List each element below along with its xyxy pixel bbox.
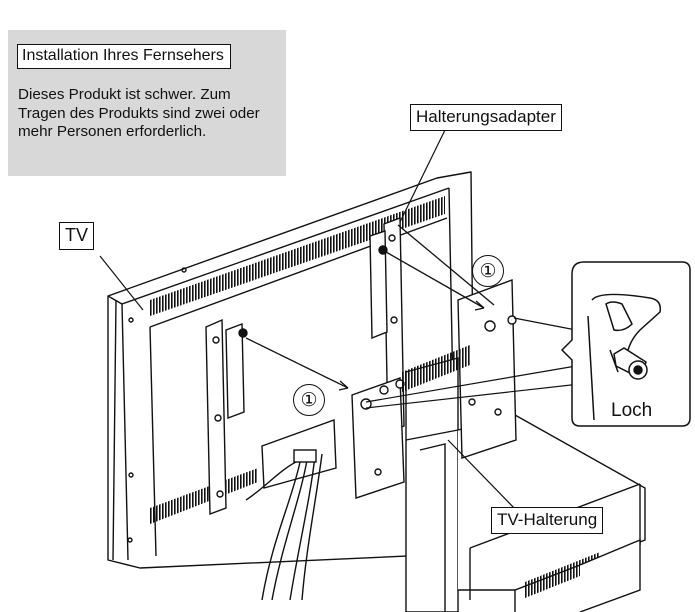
label-tv-halterung: TV-Halterung xyxy=(491,507,604,534)
tv-bracket-left xyxy=(205,318,248,516)
mounting-plate-right xyxy=(402,279,517,459)
mounting-plate-left xyxy=(351,377,405,499)
bolt-icon xyxy=(609,347,648,380)
loch-detail-inset xyxy=(560,261,691,427)
tv-vent-bottom xyxy=(150,468,258,524)
label-loch: Loch xyxy=(611,400,653,421)
note-title: Installation Ihres Fernsehers xyxy=(17,44,231,69)
leader-lines xyxy=(99,127,581,513)
stand-pole xyxy=(405,357,459,612)
note-text: Dieses Produkt ist schwer. Zum Tragen de… xyxy=(18,86,260,140)
attach-arrows xyxy=(245,224,495,391)
tv-vent-top xyxy=(150,196,445,316)
cable-bundle xyxy=(245,419,337,601)
step-number-upper: ① xyxy=(472,255,504,287)
label-halterungsadapter: Halterungsadapter xyxy=(410,104,562,131)
label-tv: TV xyxy=(59,222,95,250)
step-number-lower: ① xyxy=(293,384,325,416)
safety-note-box: Installation Ihres Fernsehers Dieses Pro… xyxy=(8,30,286,176)
